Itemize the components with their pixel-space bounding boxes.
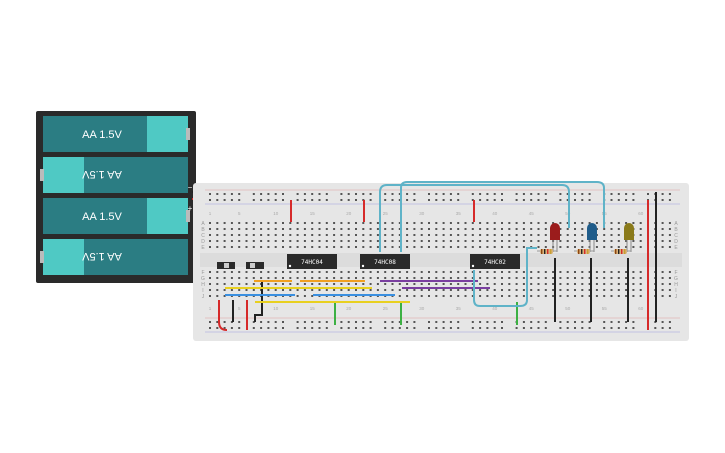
row-letter: D bbox=[201, 239, 205, 245]
column-number: 15 bbox=[310, 211, 316, 216]
column-number: 60 bbox=[638, 306, 644, 311]
slide-switch-2[interactable] bbox=[246, 262, 264, 269]
row-letter: G bbox=[201, 276, 205, 282]
column-number: 30 bbox=[419, 306, 425, 311]
battery-cell: AA 1.5V bbox=[43, 198, 190, 234]
ic-chip-label: 74HC04 bbox=[301, 259, 323, 266]
wire-cyan-arch-1 bbox=[379, 184, 570, 252]
jumper-wires[interactable] bbox=[218, 181, 657, 331]
led-blue[interactable] bbox=[587, 223, 597, 252]
column-number: 30 bbox=[419, 211, 425, 216]
column-number: 45 bbox=[529, 211, 535, 216]
column-number: 20 bbox=[346, 211, 352, 216]
led-yellow[interactable] bbox=[624, 223, 634, 252]
column-number: 35 bbox=[456, 306, 462, 311]
column-number: 55 bbox=[602, 306, 608, 311]
leds-and-resistors[interactable] bbox=[537, 223, 634, 254]
wire-cyan-arch-2 bbox=[400, 181, 605, 252]
row-letter: A bbox=[674, 221, 678, 227]
column-number: 25 bbox=[383, 306, 389, 311]
battery-cell-label: AA 1.5V bbox=[81, 250, 121, 262]
ic-chip-74hc04[interactable]: 74HC04 bbox=[287, 254, 337, 269]
column-number: 25 bbox=[383, 211, 389, 216]
wire-black-bottom-left-2 bbox=[254, 282, 263, 322]
row-letter: G bbox=[674, 276, 678, 282]
row-letter: E bbox=[674, 245, 678, 251]
row-letter: I bbox=[202, 288, 203, 294]
slide-switches[interactable] bbox=[217, 262, 264, 269]
column-number: 1 bbox=[209, 211, 212, 216]
wire-cyan-bottom bbox=[473, 247, 537, 307]
row-letter: B bbox=[674, 227, 678, 233]
battery-cell-label: AA 1.5V bbox=[82, 129, 122, 141]
resistor[interactable] bbox=[574, 249, 594, 254]
ic-chip-label: 74HC08 bbox=[374, 259, 396, 266]
row-letter: A bbox=[201, 221, 205, 227]
slide-switch-1[interactable] bbox=[217, 262, 235, 269]
battery-minus-terminal-label: − bbox=[188, 183, 193, 192]
chips[interactable]: 74HC04 74HC08 74HC02 bbox=[287, 254, 520, 269]
row-letter: F bbox=[201, 270, 204, 276]
resistor[interactable] bbox=[611, 249, 631, 254]
column-number: 5 bbox=[238, 306, 241, 311]
ic-chip-74hc08[interactable]: 74HC08 bbox=[360, 254, 410, 269]
column-number: 10 bbox=[273, 211, 279, 216]
column-number: 10 bbox=[273, 306, 279, 311]
column-number: 45 bbox=[529, 306, 535, 311]
battery-cell-label: AA 1.5V bbox=[82, 211, 122, 223]
battery-cell: AA 1.5V bbox=[40, 239, 188, 275]
row-letter: I bbox=[675, 288, 676, 294]
column-number: 40 bbox=[492, 211, 498, 216]
row-letter: C bbox=[674, 233, 678, 239]
row-letter: J bbox=[202, 294, 205, 300]
breadboard-column-numbers: 1155101015152020252530303535404045455050… bbox=[209, 211, 644, 311]
column-number: 1 bbox=[209, 306, 212, 311]
column-number: 40 bbox=[492, 306, 498, 311]
battery-plus-terminal-label: + bbox=[188, 204, 193, 213]
row-letter: C bbox=[201, 233, 205, 239]
wire-red-bottom-left bbox=[218, 300, 228, 331]
column-number: 60 bbox=[638, 211, 644, 216]
ic-chip-label: 74HC02 bbox=[484, 259, 506, 266]
row-letter: H bbox=[201, 282, 205, 288]
column-number: 50 bbox=[565, 211, 571, 216]
row-letter: D bbox=[674, 239, 678, 245]
row-letter: H bbox=[674, 282, 678, 288]
column-number: 35 bbox=[456, 211, 462, 216]
column-number: 20 bbox=[346, 306, 352, 311]
column-number: 15 bbox=[310, 306, 316, 311]
row-letter: J bbox=[675, 294, 678, 300]
row-letter: F bbox=[674, 270, 677, 276]
resistor[interactable] bbox=[537, 249, 557, 254]
ic-chip-74hc02[interactable]: 74HC02 bbox=[470, 254, 520, 269]
battery-pack[interactable]: AA 1.5V AA 1.5V AA 1.5V AA 1.5V + − bbox=[36, 111, 196, 283]
row-letter: E bbox=[201, 245, 205, 251]
battery-cell: AA 1.5V bbox=[43, 116, 190, 152]
battery-cell-label: AA 1.5V bbox=[81, 168, 121, 180]
breadboard-center-channel bbox=[200, 253, 682, 267]
battery-cell: AA 1.5V bbox=[40, 157, 188, 193]
column-number: 5 bbox=[238, 211, 241, 216]
column-number: 50 bbox=[565, 306, 571, 311]
row-letter: B bbox=[201, 227, 205, 233]
led-red[interactable] bbox=[550, 223, 560, 252]
